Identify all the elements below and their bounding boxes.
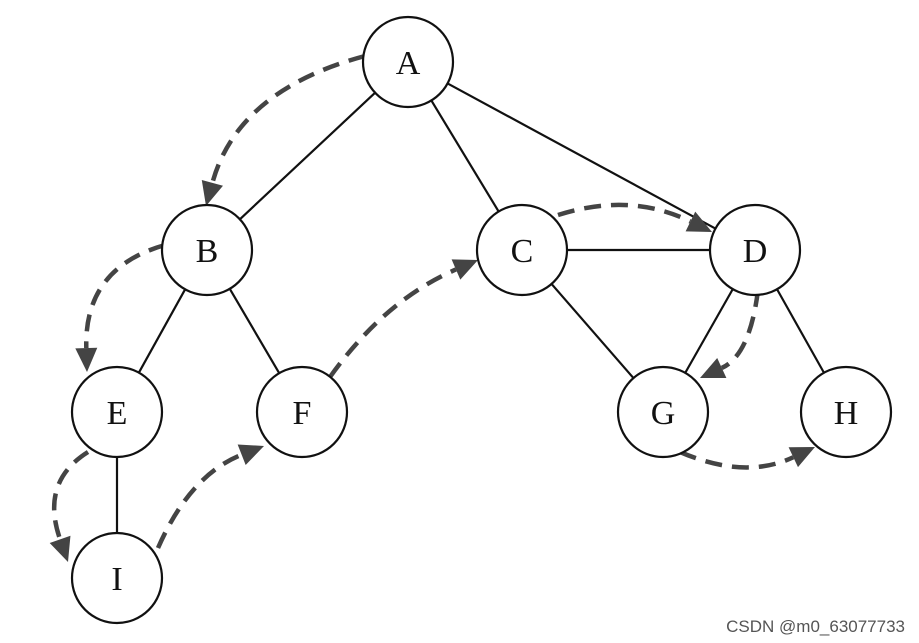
edge-b-e: [137, 288, 187, 374]
node-h: H: [799, 365, 893, 459]
traversal-path-e-i: [51, 450, 90, 541]
node-b: B: [160, 203, 254, 297]
edges-layer: [115, 82, 825, 533]
node-c: C: [475, 203, 569, 297]
node-label: H: [834, 395, 859, 432]
traversal-arrow-a-b: [201, 53, 366, 206]
edge-d-h: [776, 288, 825, 374]
node-circle: [255, 365, 349, 459]
node-circle: [475, 203, 569, 297]
watermark: CSDN @m0_63077733: [726, 617, 905, 636]
edge-a-c: [430, 99, 500, 213]
node-label: F: [293, 395, 312, 432]
node-d: D: [708, 203, 802, 297]
node-i: I: [70, 531, 164, 625]
node-label: E: [107, 395, 128, 432]
arrowhead-icon: [685, 211, 712, 232]
edge-a-d: [447, 82, 716, 230]
traversal-path-d-g: [720, 289, 761, 371]
node-circle: [799, 365, 893, 459]
arrowhead-icon: [75, 347, 98, 372]
node-circle: [361, 15, 455, 109]
traversal-arrow-b-e: [75, 242, 166, 372]
node-e: E: [70, 365, 164, 459]
node-circle: [70, 531, 164, 625]
node-f: F: [255, 365, 349, 459]
traversal-path-g-h: [679, 449, 795, 470]
node-label: G: [651, 395, 676, 432]
traversal-path-a-b: [210, 53, 366, 184]
node-circle: [160, 203, 254, 297]
traversal-layer: [49, 53, 815, 562]
node-label: C: [511, 233, 534, 270]
traversal-arrow-c-d: [557, 202, 712, 232]
traversal-arrow-f-c: [328, 259, 478, 379]
nodes-layer: A B C D E F G H I: [70, 15, 893, 625]
arrowhead-icon: [700, 357, 727, 378]
edge-b-f: [228, 288, 281, 374]
arrowhead-icon: [49, 535, 71, 562]
node-label: B: [196, 233, 219, 270]
arrowhead-icon: [237, 444, 264, 465]
traversal-path-f-c: [328, 267, 457, 379]
traversal-path-b-e: [84, 242, 166, 349]
arrowhead-icon: [788, 447, 815, 468]
edge-c-g: [550, 283, 635, 379]
node-circle: [708, 203, 802, 297]
traversal-path-i-f: [155, 452, 243, 549]
node-circle: [70, 365, 164, 459]
edge-d-g: [684, 288, 734, 374]
node-label: I: [111, 561, 122, 598]
node-circle: [616, 365, 710, 459]
traversal-arrow-d-g: [700, 289, 761, 378]
node-label: A: [396, 45, 421, 82]
edge-a-b: [239, 91, 376, 221]
node-g: G: [616, 365, 710, 459]
traversal-arrow-i-f: [155, 444, 264, 549]
node-a: A: [361, 15, 455, 109]
node-label: D: [743, 233, 768, 270]
arrowhead-icon: [451, 259, 478, 280]
traversal-arrow-e-i: [49, 450, 90, 562]
arrowhead-icon: [201, 179, 223, 206]
traversal-arrow-g-h: [679, 447, 815, 470]
traversal-path-c-d: [557, 202, 692, 224]
